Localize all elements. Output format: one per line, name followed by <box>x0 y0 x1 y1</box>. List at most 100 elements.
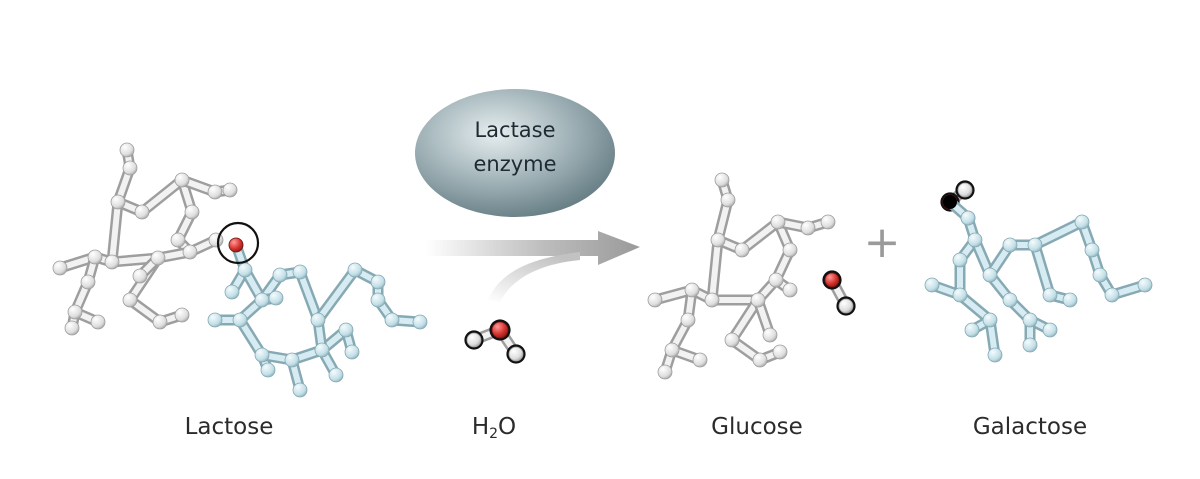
atom <box>952 252 968 268</box>
atom <box>724 332 740 348</box>
atom <box>328 367 344 383</box>
water-label-h: H <box>471 414 490 440</box>
atom <box>982 312 998 328</box>
atom <box>1042 287 1058 303</box>
atom <box>838 298 854 314</box>
atom <box>924 277 940 293</box>
atom <box>1084 242 1100 258</box>
atom <box>119 142 135 158</box>
atom <box>87 249 103 265</box>
atom <box>957 182 973 198</box>
water-entry-curve <box>488 252 580 302</box>
atom <box>174 172 190 188</box>
bond-highlight <box>297 269 321 323</box>
lactose-glucose-unit <box>52 142 238 336</box>
atom <box>466 332 482 348</box>
atom <box>943 195 957 209</box>
atom <box>704 292 720 308</box>
atom <box>260 362 276 378</box>
galactose-label: Galactose <box>972 414 1088 440</box>
atom <box>314 342 330 358</box>
lactose-glycosidic-oxygen <box>228 237 244 253</box>
atom <box>174 307 190 323</box>
atom <box>80 274 96 290</box>
atom <box>734 242 750 258</box>
oxygen-atom <box>491 321 509 339</box>
atom <box>370 292 386 308</box>
water-label: H2O <box>472 414 516 442</box>
atom <box>184 204 200 220</box>
atom <box>64 320 80 336</box>
atom <box>1027 237 1043 253</box>
reaction-arrow <box>425 231 640 302</box>
atom <box>254 292 270 308</box>
atom <box>1002 292 1018 308</box>
bond-highlight <box>1032 242 1053 298</box>
atom <box>222 182 238 198</box>
atom <box>752 352 768 368</box>
galactose-hydroxyl-bond <box>943 195 976 226</box>
atom <box>110 194 126 210</box>
atom <box>1022 337 1038 353</box>
atom <box>344 344 360 360</box>
atom <box>182 244 198 260</box>
bond-highlight <box>729 297 761 343</box>
lactase-enzyme-blob <box>415 89 615 217</box>
atom <box>268 290 284 306</box>
atom <box>772 344 788 360</box>
oxygen-atom <box>228 237 244 253</box>
atom <box>762 327 778 343</box>
atom <box>207 312 223 328</box>
atom <box>647 292 663 308</box>
enzyme-label: Lactase enzyme <box>435 113 595 181</box>
atom <box>284 352 300 368</box>
atom <box>150 250 166 266</box>
atom <box>684 282 700 298</box>
atom <box>170 232 186 248</box>
atom <box>90 314 106 330</box>
atom <box>134 204 150 220</box>
atom <box>952 287 968 303</box>
atom <box>768 272 784 288</box>
atom <box>232 312 248 328</box>
atom <box>782 282 798 298</box>
galactose-molecule <box>924 210 1153 363</box>
atom <box>310 312 326 328</box>
atom <box>52 260 68 276</box>
atom <box>1022 312 1038 328</box>
atom <box>224 284 240 300</box>
bond-highlight <box>739 219 781 253</box>
atom <box>508 346 524 362</box>
atom <box>1074 214 1090 230</box>
glucose-label: Glucose <box>711 414 803 440</box>
glucose-hydroxyl <box>822 270 856 316</box>
atom <box>67 304 83 320</box>
atom <box>292 382 308 398</box>
bond-highlight <box>1032 219 1085 248</box>
atom <box>207 184 223 200</box>
atom <box>710 232 726 248</box>
highlight-circle <box>216 221 260 265</box>
atom <box>680 312 696 328</box>
atom <box>964 322 980 338</box>
atom <box>987 347 1003 363</box>
atom <box>347 262 363 278</box>
atom <box>412 314 428 330</box>
glucose-molecule <box>647 172 836 380</box>
atom <box>1137 277 1153 293</box>
bond-highlight <box>109 199 121 265</box>
atom <box>208 232 224 248</box>
atom <box>770 214 786 230</box>
atom <box>1042 322 1058 338</box>
atom <box>1062 292 1078 308</box>
arrow-shaft <box>425 231 640 265</box>
atom <box>664 342 680 358</box>
enzyme-label-line2: enzyme <box>473 152 557 176</box>
atom <box>782 242 798 258</box>
enzyme-label-line1: Lactase <box>474 118 556 142</box>
water-label-o: O <box>498 414 517 440</box>
atom <box>960 210 976 226</box>
atom <box>237 262 253 278</box>
atom <box>292 264 308 280</box>
